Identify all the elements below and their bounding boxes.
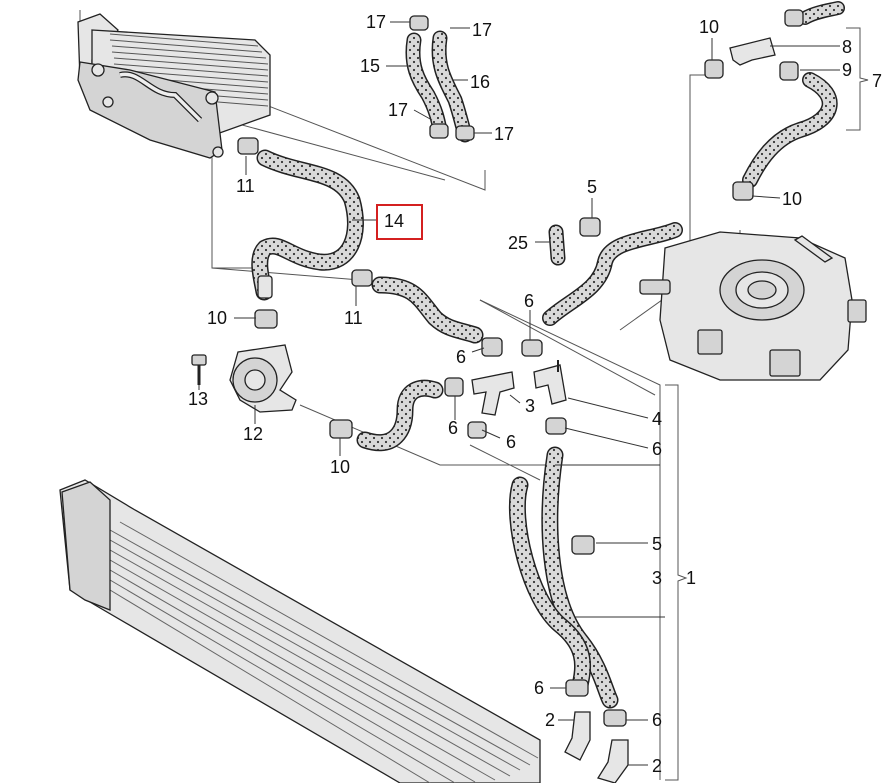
hose-pump [356,379,444,452]
connector-3 [471,371,515,416]
callout-7: 7 [872,71,882,91]
callout-8: 8 [842,37,852,57]
callout-14: 14 [384,211,404,231]
hose-radiator [508,446,619,709]
callout-10: 10 [782,189,802,209]
callout-11: 11 [344,308,363,328]
expansion-tank [639,231,867,381]
bolt [191,354,207,385]
clamps [237,9,804,727]
callout-1: 1 [686,568,696,588]
callout-2: 2 [545,710,555,730]
callout-17: 17 [366,12,386,32]
callout-6: 6 [524,291,534,311]
callout-13: 13 [188,389,208,409]
callout-6: 6 [534,678,544,698]
callout-17: 17 [494,124,514,144]
hose-7 [742,1,845,188]
callout-10: 10 [699,17,719,37]
callout-6: 6 [506,432,516,452]
water-pump [229,344,297,413]
callout-16: 16 [470,72,490,92]
highlight-box [376,204,423,240]
callout-6: 6 [448,418,458,438]
callout-6: 6 [456,347,466,367]
radiator [59,479,541,783]
connector-4 [533,360,567,405]
callout-6: 6 [652,439,662,459]
callout-5: 5 [587,177,597,197]
callout-15: 15 [360,56,380,76]
callout-4: 4 [652,409,662,429]
callout-3: 3 [652,568,662,588]
callout-11: 11 [236,176,255,196]
callout-17: 17 [472,20,492,40]
callout-3: 3 [525,396,535,416]
oil-cooler [77,13,271,159]
callout-5: 5 [652,534,662,554]
callout-12: 12 [243,424,263,444]
callout-10: 10 [207,308,227,328]
connector-8 [729,37,776,66]
callout-25: 25 [508,233,528,253]
callout-9: 9 [842,60,852,80]
hose-11 [371,276,484,344]
leader-lines [198,21,840,766]
hose-14 [251,149,364,301]
hose-25 [548,224,566,266]
connector-2b [596,739,629,783]
connector-2a [564,711,591,761]
callout-10: 10 [330,457,350,477]
callout-6: 6 [652,710,662,730]
hose-15 [405,32,448,138]
hose-to-tank [542,222,683,326]
brackets [665,27,869,781]
callout-labels: 17 17 15 16 17 17 10 8 9 7 10 11 14 5 25… [188,12,882,776]
callout-17: 17 [388,100,408,120]
callout-2: 2 [652,756,662,776]
